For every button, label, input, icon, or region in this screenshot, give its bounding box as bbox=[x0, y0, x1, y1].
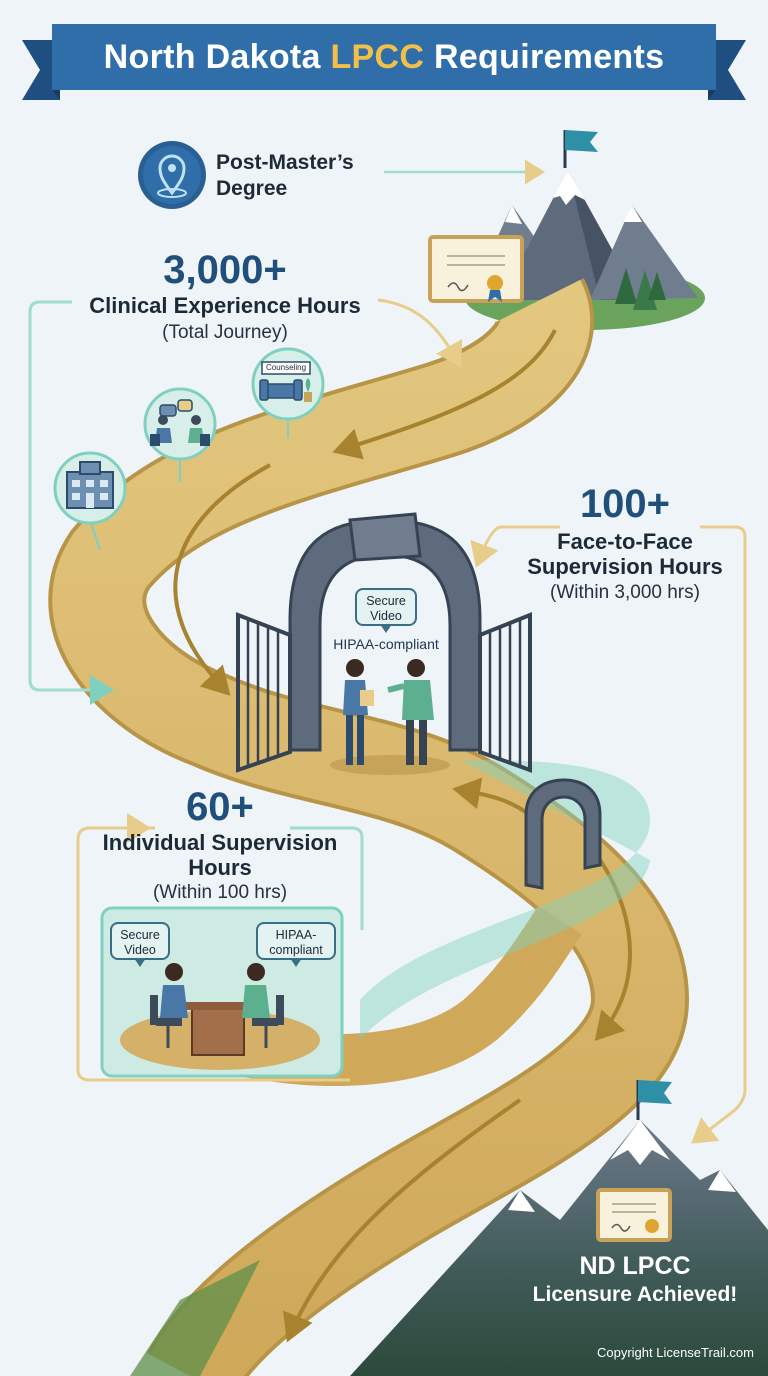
individual-label: Individual Supervision Hours bbox=[102, 830, 338, 880]
individual-value: 60+ bbox=[186, 785, 254, 829]
face-to-face-block: 100+ Face-to-Face Supervision Hours (Wit… bbox=[515, 482, 735, 604]
small-archway bbox=[524, 778, 602, 890]
face-to-face-label: Face-to-Face Supervision Hours bbox=[527, 529, 723, 579]
office-hipaa-bubble: HIPAA-compliant bbox=[256, 922, 336, 967]
certificate-icon bbox=[428, 235, 524, 303]
hospital-icon bbox=[53, 451, 127, 551]
gate-archway bbox=[236, 512, 532, 775]
clinical-hours-arrow bbox=[377, 298, 463, 368]
face-to-face-arrow bbox=[470, 525, 560, 568]
face-to-face-bracket bbox=[691, 525, 747, 1144]
title-banner bbox=[22, 24, 746, 100]
copyright: Copyright LicenseTrail.com bbox=[596, 1345, 754, 1360]
face-to-face-value: 100+ bbox=[579, 482, 671, 526]
gate-hipaa-label: HIPAA-compliant bbox=[333, 636, 439, 652]
page-title: North Dakota LPCC Requirements bbox=[103, 38, 665, 76]
office-secure-video-bubble: Secure Video bbox=[110, 922, 170, 967]
therapy-session-icon bbox=[143, 387, 217, 482]
face-to-face-sub: (Within 3,000 hrs) bbox=[550, 582, 700, 603]
bottom-certificate-icon bbox=[596, 1188, 672, 1242]
bottom-flag-icon bbox=[636, 1080, 672, 1120]
gate-secure-video-bubble: Secure Video bbox=[355, 588, 417, 633]
counseling-sign: Counseling bbox=[265, 363, 307, 372]
bottom-mountain bbox=[350, 1120, 768, 1376]
counseling-office-icon bbox=[251, 347, 325, 438]
top-flag-icon bbox=[563, 130, 598, 168]
teal-ribbon bbox=[360, 760, 650, 1040]
location-pin-icon bbox=[138, 141, 206, 209]
individual-block: 60+ Individual Supervision Hours (Within… bbox=[100, 785, 340, 904]
clinical-hours-block: 3,000+ Clinical Experience Hours (Total … bbox=[60, 248, 390, 344]
post-masters-label: Post-Master’s Degree bbox=[216, 151, 354, 200]
clinical-hours-label: Clinical Experience Hours bbox=[89, 293, 361, 318]
clinical-hours-bracket bbox=[28, 300, 114, 705]
clinical-hours-value: 3,000+ bbox=[163, 248, 287, 292]
individual-bracket bbox=[76, 826, 350, 1082]
licensure-achieved: ND LPCC Licensure Achieved! bbox=[505, 1252, 765, 1307]
achieved-line1: ND LPCC bbox=[579, 1252, 691, 1280]
clinical-hours-sub: (Total Journey) bbox=[162, 322, 288, 343]
achieved-line2: Licensure Achieved! bbox=[532, 1283, 738, 1306]
individual-sub: (Within 100 hrs) bbox=[152, 882, 288, 903]
